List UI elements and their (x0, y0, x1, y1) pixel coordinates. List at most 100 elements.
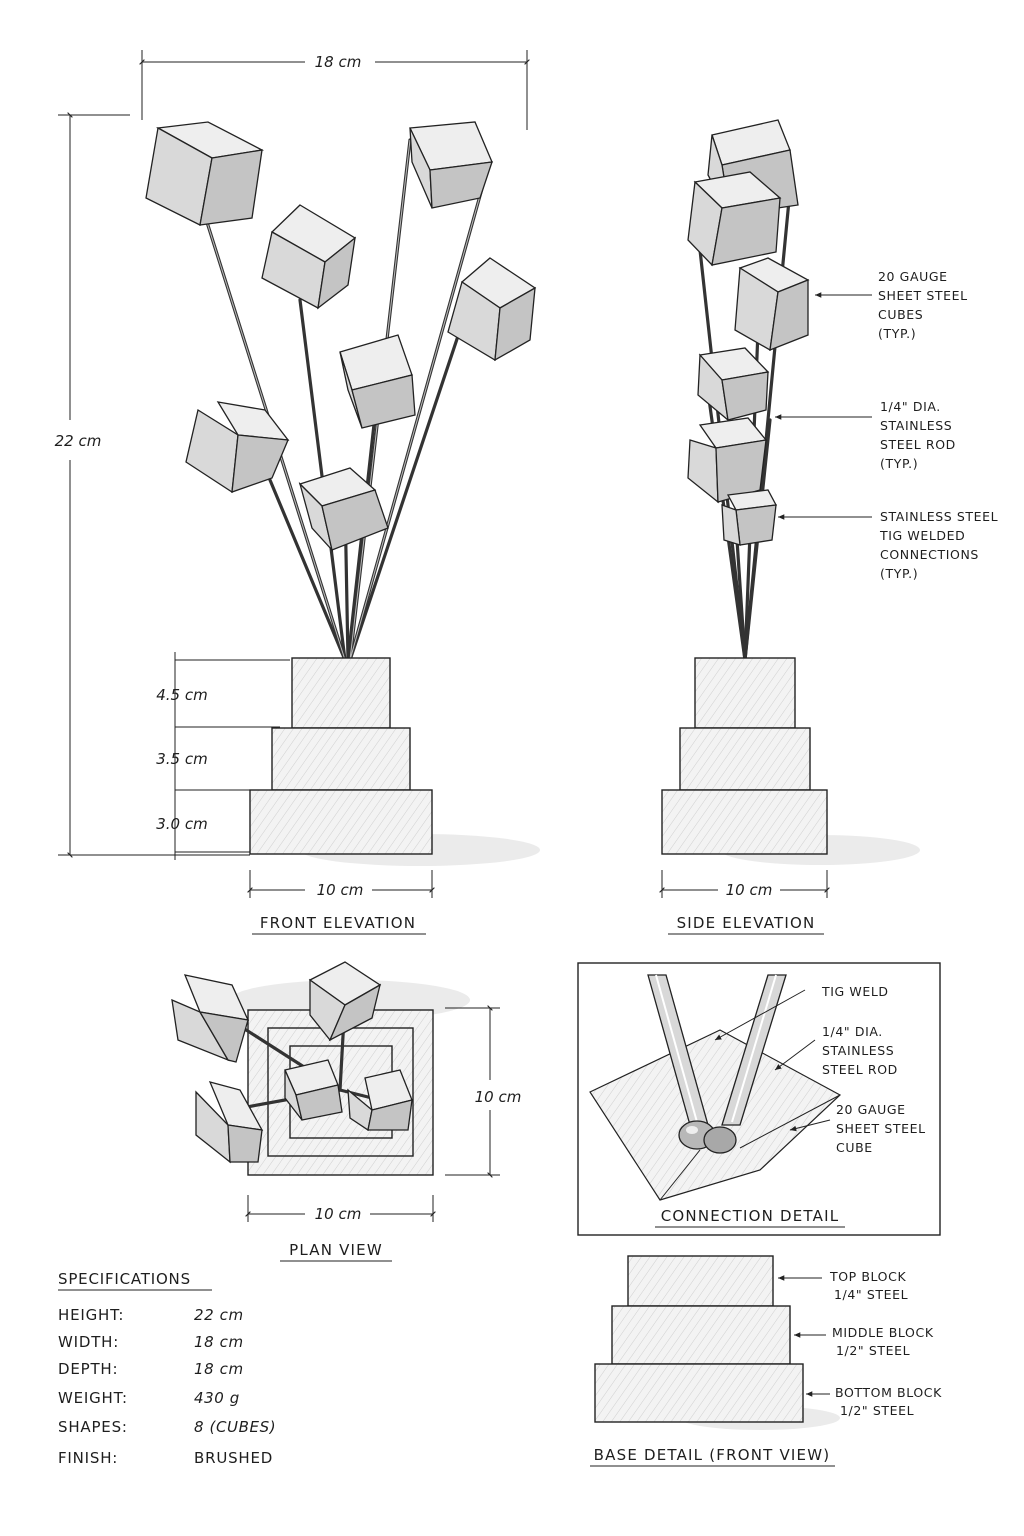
base-middle-block (611, 1305, 791, 1365)
spec-row-weight: WEIGHT: 430 g (58, 1389, 240, 1407)
front-base-width-label: 10 cm (317, 881, 364, 899)
specifications-title: SPECIFICATIONS (58, 1270, 191, 1288)
svg-text:STEEL ROD: STEEL ROD (822, 1062, 898, 1077)
svg-text:FINISH:: FINISH: (58, 1449, 118, 1467)
side-base-width-label: 10 cm (726, 881, 773, 899)
svg-text:CUBES: CUBES (878, 307, 923, 322)
side-cube-3 (734, 257, 810, 352)
plan-cube-2 (308, 961, 382, 1042)
plan-view: 10 cm 10 cm PLAN VIEW (171, 961, 522, 1262)
svg-text:1/4" DIA.: 1/4" DIA. (880, 399, 941, 414)
front-cube-4 (447, 257, 537, 362)
svg-text:WIDTH:: WIDTH: (58, 1333, 119, 1351)
svg-text:20 GAUGE: 20 GAUGE (878, 269, 948, 284)
side-base (661, 657, 920, 865)
base-top-block (627, 1255, 774, 1307)
plan-cube-4 (284, 1059, 343, 1121)
base-note-top: TOP BLOCK 1/4" STEEL (829, 1269, 908, 1302)
svg-text:(TYP.): (TYP.) (880, 456, 918, 471)
svg-text:TIG WELDED: TIG WELDED (879, 528, 965, 543)
connection-detail-title: CONNECTION DETAIL (661, 1207, 840, 1225)
base-note-bottom: BOTTOM BLOCK 1/2" STEEL (835, 1385, 942, 1418)
front-width-dimension: 18 cm (139, 50, 530, 130)
svg-text:1/4" DIA.: 1/4" DIA. (822, 1024, 883, 1039)
front-height-label: 22 cm (55, 432, 102, 450)
connection-note-rod: 1/4" DIA. STAINLESS STEEL ROD (822, 1024, 898, 1077)
svg-text:STAINLESS: STAINLESS (822, 1043, 894, 1058)
svg-text:(TYP.): (TYP.) (878, 326, 916, 341)
svg-text:MIDDLE BLOCK: MIDDLE BLOCK (832, 1325, 934, 1340)
svg-text:CONNECTIONS: CONNECTIONS (880, 547, 979, 562)
front-height-dimension: 22 cm (55, 112, 250, 858)
spec-row-width: WIDTH: 18 cm (58, 1333, 244, 1351)
front-cube-6 (185, 401, 290, 494)
svg-text:WEIGHT:: WEIGHT: (58, 1389, 128, 1407)
svg-text:DEPTH:: DEPTH: (58, 1360, 118, 1378)
svg-text:SHEET STEEL: SHEET STEEL (836, 1121, 926, 1136)
spec-row-height: HEIGHT: 22 cm (58, 1306, 244, 1324)
plan-cube-3 (195, 1081, 264, 1164)
plan-width-label: 10 cm (315, 1205, 362, 1223)
base-note-mid: MIDDLE BLOCK 1/2" STEEL (832, 1325, 934, 1358)
plan-depth-label: 10 cm (475, 1088, 522, 1106)
svg-text:20 GAUGE: 20 GAUGE (836, 1102, 906, 1117)
side-note-cubes: 20 GAUGE SHEET STEEL CUBES (TYP.) (878, 269, 968, 341)
svg-text:18 cm: 18 cm (194, 1360, 244, 1378)
svg-text:HEIGHT:: HEIGHT: (58, 1306, 124, 1324)
specifications: SPECIFICATIONS HEIGHT: 22 cm WIDTH: 18 c… (58, 1270, 276, 1467)
plan-width-dimension: 10 cm (245, 1195, 436, 1223)
front-cube-5 (339, 334, 416, 429)
svg-text:8 (CUBES): 8 (CUBES) (194, 1418, 276, 1436)
svg-text:1/4" STEEL: 1/4" STEEL (834, 1287, 908, 1302)
svg-text:BRUSHED: BRUSHED (194, 1449, 273, 1467)
svg-text:1/2" STEEL: 1/2" STEEL (840, 1403, 914, 1418)
svg-text:TIG WELD: TIG WELD (821, 984, 889, 999)
svg-text:STAINLESS: STAINLESS (880, 418, 952, 433)
plan-cube-1 (171, 974, 250, 1063)
spec-row-finish: FINISH: BRUSHED (58, 1449, 273, 1467)
side-cube-5 (687, 417, 768, 504)
front-cube-3 (409, 121, 493, 209)
front-cube-1 (145, 121, 265, 226)
svg-text:TOP BLOCK: TOP BLOCK (829, 1269, 906, 1284)
svg-text:CUBE: CUBE (836, 1140, 873, 1155)
base-bottom-block (594, 1363, 804, 1423)
front-elevation: 18 cm 22 cm 4.5 cm 3.5 cm 3.0 cm (55, 50, 540, 935)
front-base-width-dimension: 10 cm (247, 870, 435, 899)
plan-view-title: PLAN VIEW (289, 1241, 383, 1259)
front-base (249, 657, 540, 866)
svg-text:SHAPES:: SHAPES: (58, 1418, 128, 1436)
svg-text:STEEL ROD: STEEL ROD (880, 437, 956, 452)
front-cube-2 (261, 204, 357, 310)
svg-text:18 cm: 18 cm (194, 1333, 244, 1351)
side-cube-2 (687, 171, 782, 267)
tier-mid-label: 3.5 cm (156, 750, 207, 768)
svg-text:1/2" STEEL: 1/2" STEEL (836, 1343, 910, 1358)
tier-bottom-label: 3.0 cm (156, 815, 207, 833)
side-elevation-title: SIDE ELEVATION (677, 914, 816, 932)
side-note-weld: STAINLESS STEEL TIG WELDED CONNECTIONS (… (879, 509, 998, 581)
spec-row-shapes: SHAPES: 8 (CUBES) (58, 1418, 276, 1436)
base-detail-title: BASE DETAIL (FRONT VIEW) (594, 1446, 831, 1464)
connection-note-weld: TIG WELD (821, 984, 889, 999)
front-width-label: 18 cm (315, 53, 362, 71)
svg-text:22 cm: 22 cm (194, 1306, 244, 1324)
side-base-width-dimension: 10 cm (659, 870, 830, 899)
side-note-rod: 1/4" DIA. STAINLESS STEEL ROD (TYP.) (880, 399, 956, 471)
connection-note-cube: 20 GAUGE SHEET STEEL CUBE (836, 1102, 926, 1155)
connection-detail: TIG WELD 1/4" DIA. STAINLESS STEEL ROD 2… (577, 962, 941, 1236)
base-detail: TOP BLOCK 1/4" STEEL MIDDLE BLOCK 1/2" S… (590, 1255, 942, 1467)
spec-row-depth: DEPTH: 18 cm (58, 1360, 244, 1378)
svg-text:SHEET STEEL: SHEET STEEL (878, 288, 968, 303)
svg-text:BOTTOM BLOCK: BOTTOM BLOCK (835, 1385, 942, 1400)
svg-text:430 g: 430 g (194, 1389, 240, 1407)
svg-text:(TYP.): (TYP.) (880, 566, 918, 581)
front-elevation-title: FRONT ELEVATION (260, 914, 416, 932)
tier-top-label: 4.5 cm (156, 686, 207, 704)
plan-depth-dimension: 10 cm (445, 1005, 522, 1178)
svg-text:STAINLESS STEEL: STAINLESS STEEL (880, 509, 998, 524)
connection-detail-frame (577, 962, 941, 1236)
front-cube-7 (298, 467, 389, 553)
side-cube-6 (721, 489, 778, 546)
